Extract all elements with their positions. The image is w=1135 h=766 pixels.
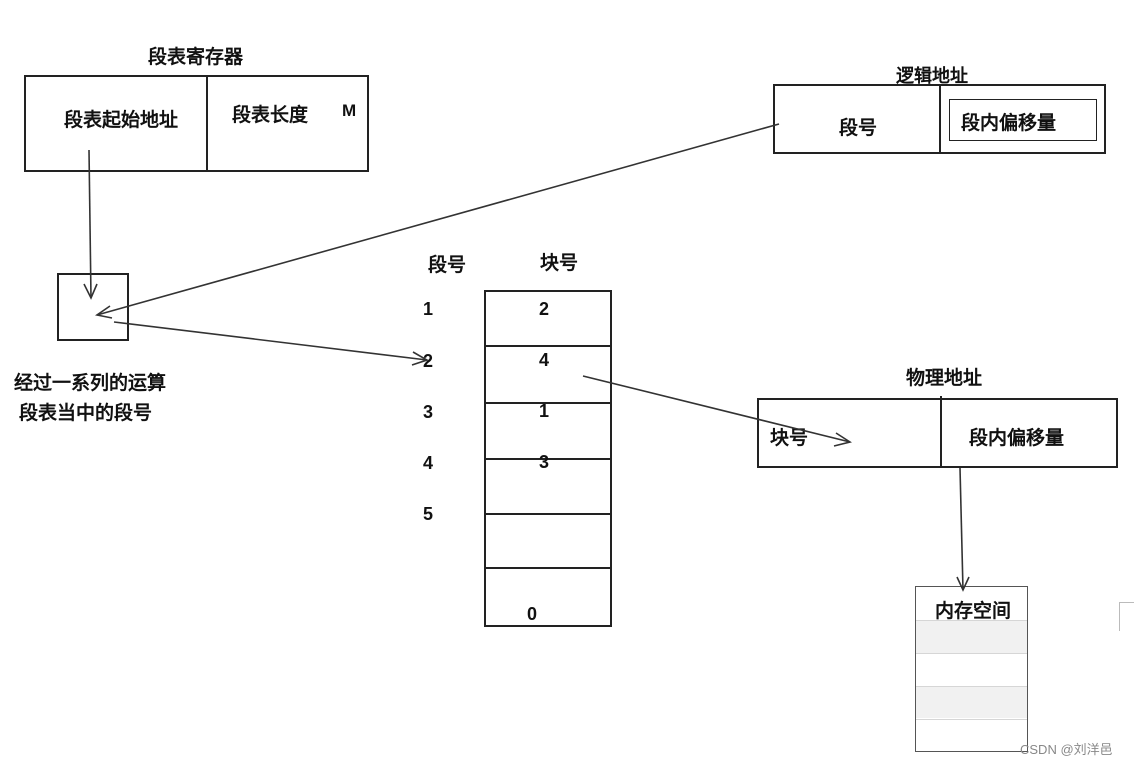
arrow-table-to-physical (582, 375, 851, 443)
block-no-header: 块号 (540, 252, 579, 274)
block-number: 0 (527, 604, 538, 624)
physical-block-no: 块号 (770, 427, 809, 449)
logical-segment-no: 段号 (839, 117, 878, 139)
arrow-physical-to-memory (959, 467, 964, 591)
table-row-divider (485, 458, 611, 460)
watermark: CSDN @刘洋邑 (1020, 742, 1113, 757)
arrowhead (956, 576, 970, 592)
segment-number: 2 (423, 351, 434, 371)
table-row-divider (485, 513, 611, 515)
note-line-1: 经过一系列的运算 (14, 372, 167, 394)
memory-divider (916, 719, 1027, 720)
segment-no-header: 段号 (428, 254, 467, 276)
segment-number: 5 (423, 504, 434, 524)
segment-table-register (24, 75, 369, 172)
table-row-divider (485, 567, 611, 569)
arrow-register-to-box (88, 149, 92, 299)
arrowhead (411, 351, 429, 366)
segment-number: 4 (423, 453, 434, 473)
note-line-2: 段表当中的段号 (19, 402, 153, 424)
corner-bracket (1119, 602, 1134, 631)
physical-address-title: 物理地址 (906, 367, 983, 389)
arrow-box-to-table (113, 321, 428, 361)
physical-offset: 段内偏移量 (969, 427, 1065, 449)
arrowhead (94, 305, 113, 319)
block-number: 4 (539, 350, 550, 370)
memory-divider (916, 686, 1027, 687)
memory-divider (916, 620, 1027, 621)
arrowhead (833, 432, 852, 447)
segment-number: 3 (423, 402, 434, 422)
memory-block (916, 687, 1027, 718)
register-start-address: 段表起始地址 (64, 109, 179, 131)
logical-offset-box (949, 99, 1097, 141)
block-number: 1 (539, 401, 550, 421)
block-number: 3 (539, 452, 550, 472)
table-row-divider (485, 345, 611, 347)
block-number: 2 (539, 299, 550, 319)
register-m-label: M (342, 101, 357, 120)
table-row-divider (485, 402, 611, 404)
logical-offset: 段内偏移量 (961, 112, 1057, 134)
memory-space (915, 586, 1028, 752)
segment-number: 1 (423, 299, 434, 319)
memory-block (916, 620, 1027, 653)
register-divider (206, 76, 208, 171)
arrowhead (83, 283, 98, 300)
arrow-logical-to-box (96, 123, 780, 316)
physical-address-divider (940, 396, 942, 467)
register-length: 段表长度 (232, 104, 309, 126)
physical-address-box (757, 398, 1118, 468)
logical-address-divider (939, 85, 941, 153)
logical-address-title: 逻辑地址 (896, 66, 968, 87)
memory-divider (916, 653, 1027, 654)
register-title: 段表寄存器 (148, 46, 244, 68)
memory-title: 内存空间 (935, 600, 1012, 622)
